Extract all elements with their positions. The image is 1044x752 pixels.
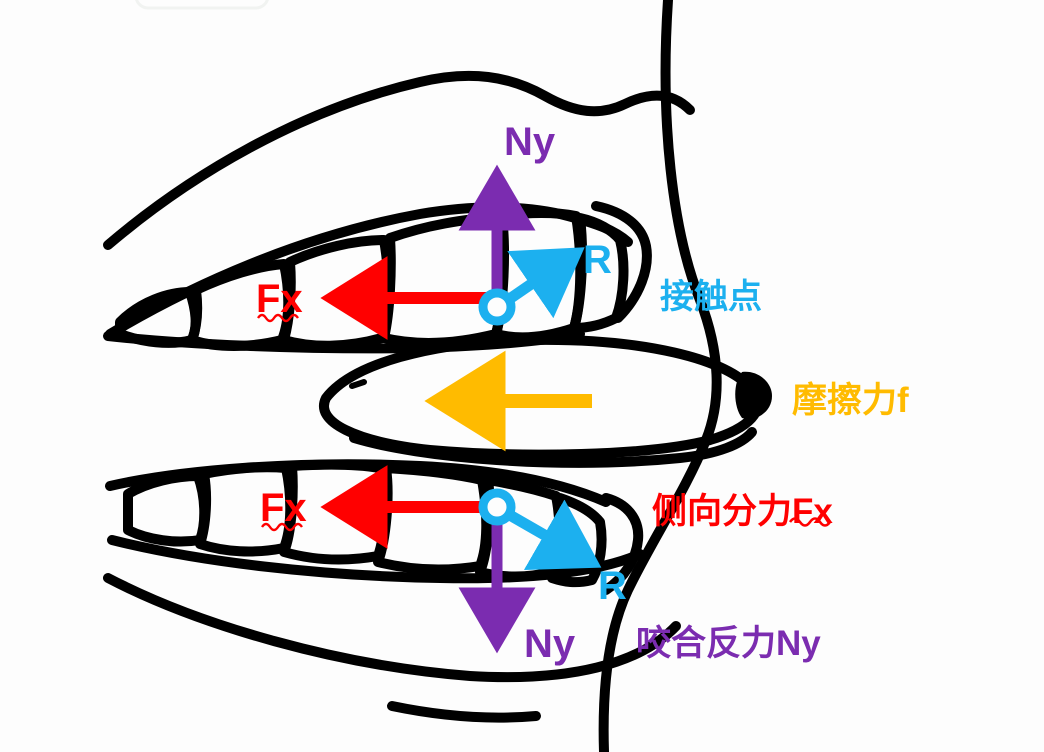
label-contact-point: 接触点 <box>660 278 762 316</box>
vector-lower-resultant-r <box>505 499 602 571</box>
spellcheck-squiggle-lower-fx <box>261 522 303 532</box>
chin-crease <box>387 701 541 723</box>
top-panel-artifact <box>135 0 269 10</box>
lip-commissure <box>735 371 772 419</box>
upper-tooth-4 <box>379 213 508 348</box>
lower-tooth-4 <box>373 463 492 575</box>
label-lower-ny: Ny <box>524 622 576 666</box>
label-friction-force: 摩擦力f <box>792 381 909 420</box>
label-lower-fx: Fx <box>260 486 307 530</box>
label-lower-r: R <box>598 564 627 608</box>
spellcheck-squiggle-lateral-label <box>788 517 832 527</box>
label-lateral-component: 侧向分力Fx <box>652 492 833 531</box>
label-upper-r: R <box>583 238 612 282</box>
label-occlusal-reaction: 咬合反力Ny <box>636 624 821 663</box>
tongue-tip-mark <box>349 379 367 389</box>
lip-corner-lower-fold <box>601 493 644 595</box>
lower-gum-line <box>105 459 611 507</box>
lower-tooth-1 <box>123 471 210 547</box>
tongue-crease <box>349 427 757 468</box>
label-upper-fx: Fx <box>256 277 303 321</box>
contact-point-upper-marker <box>478 288 516 326</box>
lower-lip-outline <box>103 573 681 683</box>
label-upper-ny: Ny <box>504 120 556 164</box>
upper-lip-outline <box>103 70 695 250</box>
vector-upper-resultant-r <box>504 247 585 319</box>
facial-profile-outline <box>598 0 722 752</box>
lip-corner-fold <box>591 201 652 323</box>
spellcheck-squiggle-upper-fx <box>257 313 299 323</box>
contact-point-lower-marker <box>478 488 516 526</box>
